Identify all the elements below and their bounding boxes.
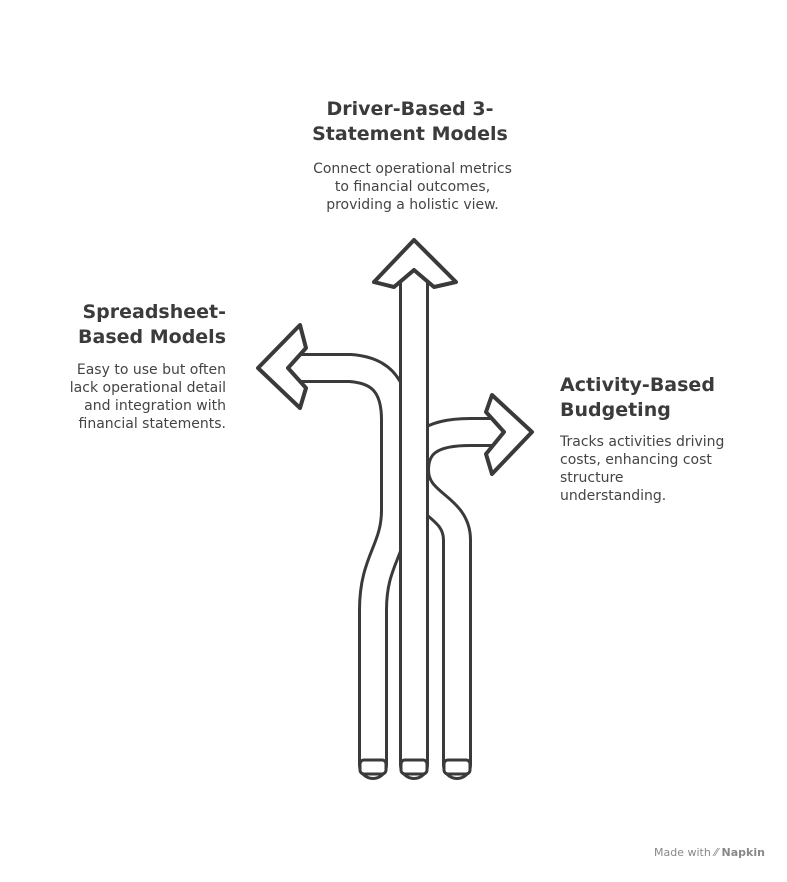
spreadsheet-title-line-2: Based Models <box>78 326 226 348</box>
driver-based-description: Connect operational metrics to financial… <box>290 160 535 214</box>
up-arrowhead <box>372 238 458 289</box>
napkin-brand-label: Napkin <box>721 846 765 859</box>
spreadsheet-desc-line-1: Easy to use but often <box>76 362 226 378</box>
activity-based-desc-line-3: structure <box>560 470 624 486</box>
spreadsheet-desc-line-2: lack operational detail <box>69 380 226 396</box>
center-shaft-end <box>399 758 429 776</box>
left-shaft-end <box>358 758 388 776</box>
spreadsheet-title: Spreadsheet- Based Models <box>40 300 226 350</box>
driver-based-title-line-1: Driver-Based 3- <box>326 98 494 120</box>
activity-based-title-line-2: Budgeting <box>560 399 671 421</box>
spreadsheet-desc-line-3: and integration with <box>84 398 226 414</box>
right-shaft-end <box>442 758 472 776</box>
activity-based-title: Activity-Based Budgeting <box>560 373 770 423</box>
driver-based-desc-line-3: providing a holistic view. <box>326 197 499 213</box>
activity-based-desc-line-1: Tracks activities driving <box>560 434 725 450</box>
right-arrowhead <box>484 393 534 476</box>
driver-based-desc-line-1: Connect operational metrics <box>313 161 512 177</box>
activity-based-title-line-1: Activity-Based <box>560 374 715 396</box>
spreadsheet-desc-line-4: financial statements. <box>78 416 226 432</box>
napkin-logo-icon: ⁄⁄ <box>714 846 719 859</box>
left-arrowhead <box>256 323 308 410</box>
spreadsheet-description: Easy to use but often lack operational d… <box>40 361 226 433</box>
made-with-napkin-badge[interactable]: Made with ⁄⁄ Napkin <box>654 846 765 859</box>
activity-based-description: Tracks activities driving costs, enhanci… <box>560 433 760 505</box>
driver-based-title-line-2: Statement Models <box>312 123 508 145</box>
activity-based-desc-line-4: understanding. <box>560 488 667 504</box>
spreadsheet-title-line-1: Spreadsheet- <box>82 301 226 323</box>
driver-based-desc-line-2: to financial outcomes, <box>334 179 491 195</box>
activity-based-desc-line-2: costs, enhancing cost <box>560 452 712 468</box>
made-with-label: Made with <box>654 846 711 859</box>
driver-based-title: Driver-Based 3- Statement Models <box>290 97 530 147</box>
